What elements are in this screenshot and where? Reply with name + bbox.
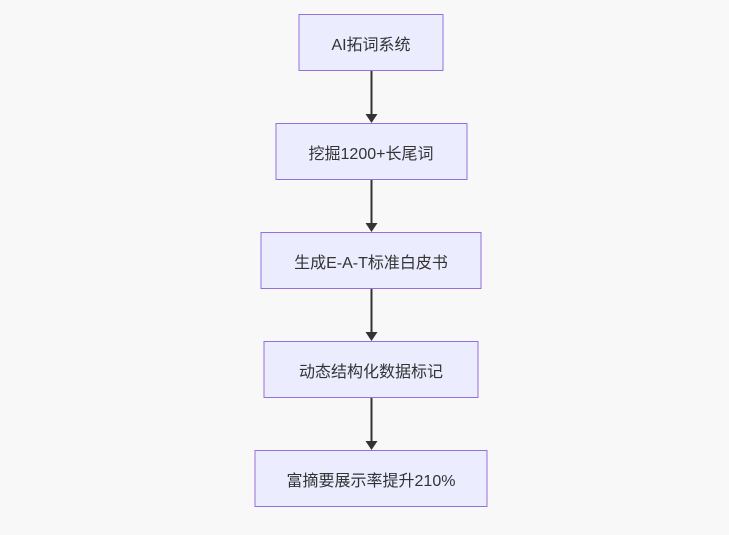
flow-arrow [365, 289, 377, 341]
flow-arrow [365, 398, 377, 450]
flow-node-structured-data-markup: 动态结构化数据标记 [263, 341, 479, 398]
flow-node-eat-whitepaper: 生成E-A-T标准白皮书 [260, 232, 482, 289]
arrow-line [370, 71, 372, 115]
flow-node-ai-keyword-system: AI拓词系统 [298, 14, 444, 71]
arrowhead-down-icon [365, 223, 377, 232]
flow-node-rich-snippet-rate: 富摘要展示率提升210% [254, 450, 488, 507]
arrow-line [370, 398, 372, 442]
flow-arrow [365, 71, 377, 123]
flow-arrow [365, 180, 377, 232]
arrowhead-down-icon [365, 114, 377, 123]
arrowhead-down-icon [365, 441, 377, 450]
flowchart: AI拓词系统 挖掘1200+长尾词 生成E-A-T标准白皮书 动态结构化数据标记… [254, 14, 488, 507]
arrow-line [370, 289, 372, 333]
arrowhead-down-icon [365, 332, 377, 341]
arrow-line [370, 180, 372, 224]
flow-node-longtail-mining: 挖掘1200+长尾词 [275, 123, 467, 180]
